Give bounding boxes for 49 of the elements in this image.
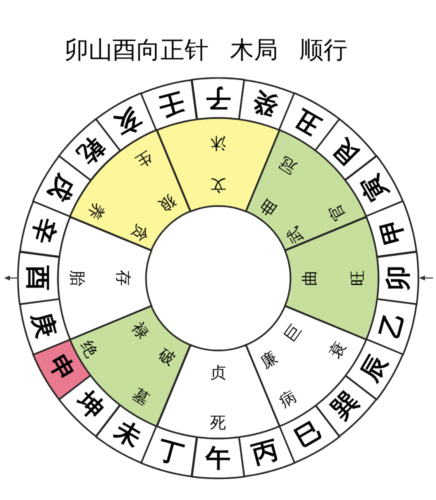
sector-label: 贪 — [129, 222, 151, 244]
mountain-label: 午 — [205, 445, 230, 470]
mountain-label: 丁 — [156, 436, 187, 468]
sector-label: 沐 — [210, 135, 226, 151]
sector-label: 巨 — [282, 321, 304, 344]
mountain-label: 艮 — [328, 133, 363, 168]
title: 卯山酉向正针 木局 顺行 — [63, 35, 349, 66]
sector-label: 衰 — [327, 339, 349, 362]
sector-label: 文 — [210, 177, 226, 193]
mountain-label: 庚 — [28, 309, 60, 340]
mountain-label: 亥 — [110, 105, 146, 140]
sector-label: 绝 — [78, 338, 100, 360]
sector-label: 贞 — [210, 364, 226, 381]
mountain-label: 乾 — [73, 133, 108, 168]
mountain-label: 戌 — [45, 170, 80, 206]
sector-label: 养 — [86, 200, 108, 222]
sector-label: 曲 — [302, 270, 318, 286]
mountain-label: 酉 — [26, 265, 50, 290]
mountain-label: 辰 — [356, 350, 391, 386]
mountain-label: 甲 — [376, 216, 408, 247]
mountain-label: 未 — [110, 416, 146, 451]
sector-label: 胎 — [69, 270, 85, 286]
sector-label: 冠 — [277, 154, 300, 176]
mountain-label: 丑 — [290, 105, 326, 140]
mountain-label: 巳 — [290, 416, 326, 451]
sector-label: 生 — [132, 148, 155, 170]
sector-label: 破 — [156, 346, 178, 368]
sector-label: 死 — [210, 414, 226, 431]
mountain-label: 巽 — [328, 388, 363, 423]
mountain-label: 癸 — [249, 88, 280, 120]
sector-label: 曲 — [256, 196, 280, 218]
mountain-label: 坤 — [73, 388, 108, 423]
sector-label: 禄 — [128, 319, 152, 342]
mountain-label: 乙 — [376, 309, 408, 340]
sector-label: 廉 — [258, 349, 280, 372]
sector-label: 墓 — [130, 386, 152, 408]
sector-label: 旺 — [350, 270, 366, 286]
sector-label: 狼 — [156, 191, 178, 214]
sector-label: 官 — [326, 201, 348, 223]
mountain-label: 子 — [205, 86, 230, 110]
mountain-label: 丙 — [249, 436, 280, 468]
mountain-label: 申 — [45, 350, 80, 386]
sector-label: 武 — [284, 224, 306, 246]
mountain-label: 卯 — [385, 265, 410, 290]
mountain-label: 寅 — [356, 170, 391, 206]
sector-label: 存 — [115, 270, 131, 286]
mountain-label: 辛 — [28, 216, 60, 247]
mountain-label: 壬 — [156, 88, 187, 120]
sector-label: 病 — [277, 388, 299, 410]
